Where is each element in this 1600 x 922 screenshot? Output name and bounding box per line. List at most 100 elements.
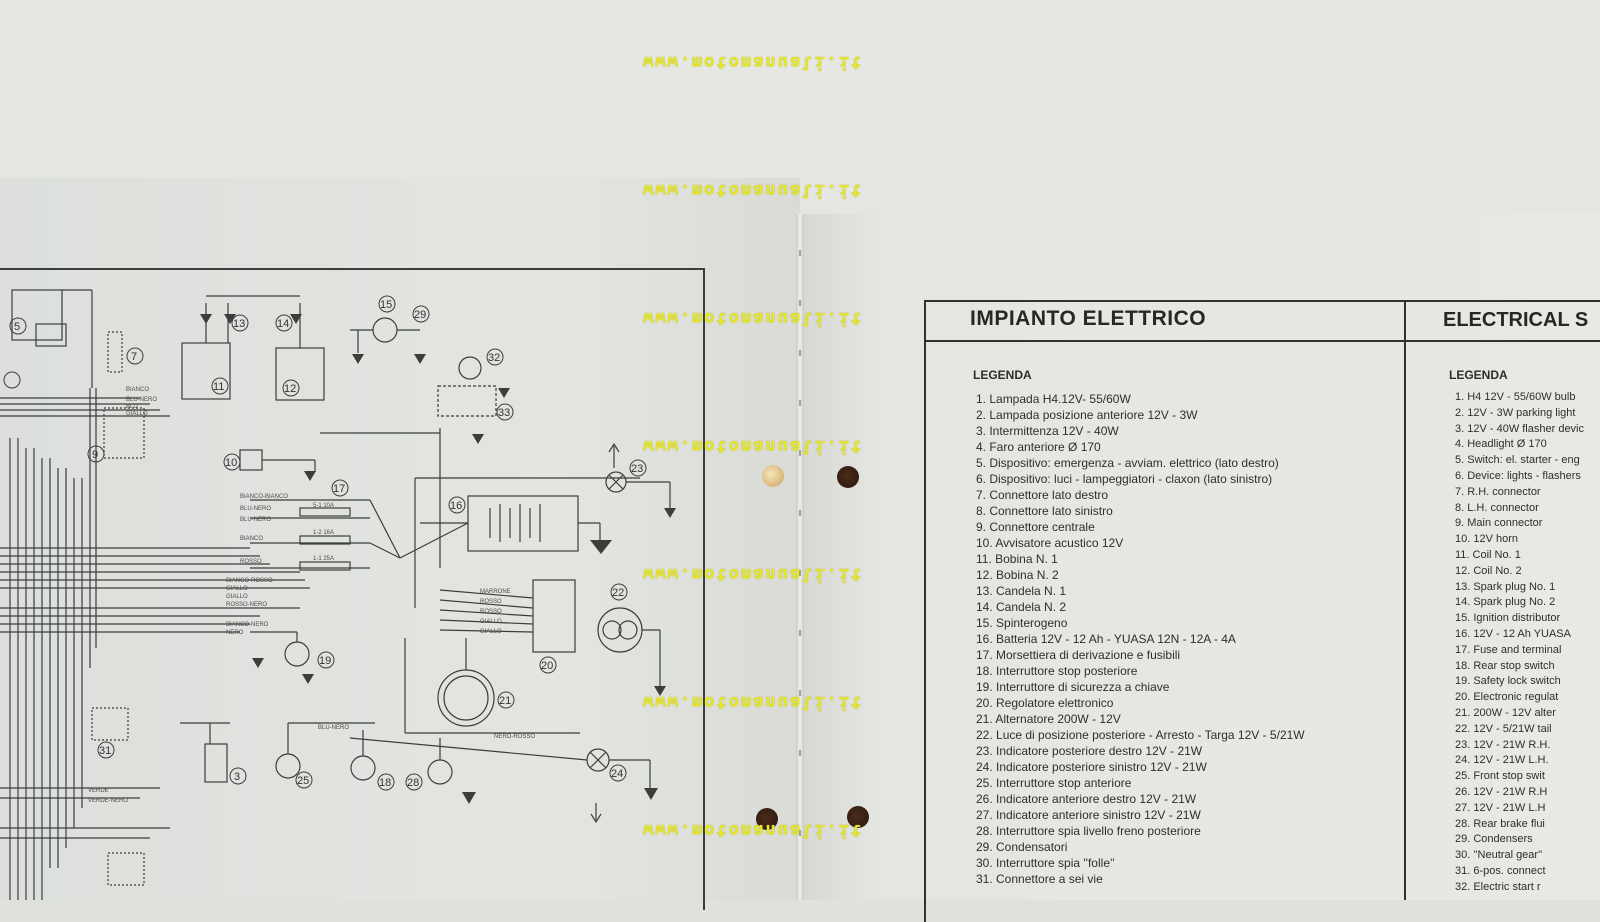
legend-item: 27. 12V - 21W L.H — [1455, 801, 1546, 814]
punch-hole — [756, 808, 778, 830]
wiring-diagram: 5 7 9 10 11 12 13 14 15 16 17 18 19 20 2… — [0, 289, 676, 900]
legend-item: 30. Interruttore spia ''folle'' — [976, 856, 1115, 870]
diagram-number: 9 — [92, 449, 98, 461]
legend-item: 10. 12V horn — [1455, 533, 1518, 546]
legend-item: 29. Condensatori — [976, 840, 1068, 854]
binding-stitch — [799, 830, 801, 836]
binding-stitch — [799, 250, 801, 256]
legend-item: 17. Morsettiera di derivazione e fusibil… — [976, 648, 1181, 662]
wire-label: BIANCO — [126, 387, 149, 393]
legend-item: 23. Indicatore posteriore destro 12V - 2… — [976, 744, 1203, 758]
diagram-number: 24 — [611, 768, 623, 780]
binding-stitch — [799, 450, 801, 456]
legend-item: 13. Spark plug No. 1 — [1455, 580, 1556, 593]
legend-item: 28. Interruttore spia livello freno post… — [976, 824, 1201, 838]
legend-item: 7. R.H. connector — [1455, 485, 1541, 498]
binding-stitch — [799, 690, 801, 696]
wire-label: GIALLO — [226, 586, 248, 592]
diagram-number: 17 — [333, 483, 345, 495]
diagram-number: 15 — [380, 299, 392, 311]
legend-item: 8. L.H. connector — [1455, 501, 1539, 514]
legend-item: 1. Lampada H4.12V- 55/60W — [976, 392, 1131, 406]
wire-label: BLU-NERO — [318, 725, 349, 731]
legend-item: 16. 12V - 12 Ah YUASA — [1455, 627, 1571, 640]
diagram-number: 11 — [213, 381, 224, 393]
legend-list-english: 1. H4 12V - 55/60W bulb 2. 12V - 3W parki… — [1455, 390, 1584, 896]
legend-item: 15. Ignition distributor — [1455, 612, 1561, 625]
wire-label: VERDE — [88, 788, 109, 794]
legend-item: 18. Interruttore stop posteriore — [976, 664, 1138, 678]
legend-item: 11. Bobina N. 1 — [976, 552, 1058, 566]
wire-label: GIALLO — [126, 411, 148, 417]
watermark: www.motomanuali.it — [643, 820, 864, 840]
wire-label: VERDE-NERO — [88, 798, 128, 804]
wiring-diagram-frame — [0, 268, 705, 910]
legend-item: 5. Switch: el. starter - eng — [1455, 454, 1580, 467]
diagram-number: 25 — [297, 775, 309, 787]
legend-item: 12. Coil No. 2 — [1455, 564, 1522, 577]
diagram-number: 28 — [407, 777, 419, 789]
legend-item: 14. Candela N. 2 — [976, 600, 1067, 614]
section-title-italian: IMPIANTO ELETTRICO — [970, 307, 1207, 330]
wire-label: 1-2 16A — [313, 530, 334, 536]
legend-item: 22. Luce di posizione posteriore - Arres… — [976, 728, 1305, 742]
wire-label: BIANCO-ROSSO — [226, 578, 273, 584]
diagram-number: 20 — [541, 660, 553, 672]
legend-item: 24. Indicatore posteriore sinistro 12V -… — [976, 760, 1207, 774]
legend-item: 26. Indicatore anteriore destro 12V - 21… — [976, 792, 1197, 806]
diagram-number: 7 — [131, 351, 137, 363]
legend-item: 18. Rear stop switch — [1455, 659, 1555, 672]
binding-stitch — [799, 400, 801, 406]
legend-item: 17. Fuse and terminal — [1455, 643, 1562, 656]
diagram-number: 16 — [450, 500, 462, 512]
right-page — [800, 214, 1600, 900]
diagram-number: 32 — [488, 352, 500, 364]
wire-label: GIALLO — [226, 594, 248, 600]
legend-item: 9. Connettore centrale — [976, 520, 1095, 534]
legend-item: 21. Alternatore 200W - 12V — [976, 712, 1121, 726]
legend-item: 31. Connettore a sei vie — [976, 872, 1103, 886]
watermark: www.motomanuali.it — [643, 436, 864, 456]
watermark: www.motomanuali.it — [643, 692, 864, 712]
legend-item: 27. Indicatore anteriore sinistro 12V - … — [976, 808, 1201, 822]
legend-heading-italian: LEGENDA — [973, 368, 1032, 382]
wire-label: BLU-NERO — [240, 517, 271, 523]
diagram-number: 33 — [498, 407, 510, 419]
wire-label: NERO-ROSSO — [494, 734, 535, 740]
legend-item: 8. Connettore lato sinistro — [976, 504, 1113, 518]
legend-item: 20. Regolatore elettronico — [976, 696, 1114, 710]
wire-label: BIANCO-BIANCO — [240, 494, 288, 500]
diagram-number: 10 — [225, 457, 237, 469]
legend-item: 9. Main connector — [1455, 517, 1543, 530]
page-crease — [796, 214, 804, 900]
legend-item: 6. Device: lights - flashers — [1455, 469, 1581, 482]
wire-label: 5-1 10A — [313, 503, 334, 509]
legend-item: 4. Headlight Ø 170 — [1455, 438, 1547, 451]
wire-label: ROSSO-NERO — [226, 602, 267, 608]
legend-item: 10. Avvisatore acustico 12V — [976, 536, 1124, 550]
legend-item: 23. 12V - 21W R.H. — [1455, 738, 1551, 751]
diagram-number: 19 — [319, 655, 331, 667]
legend-item: 11. Coil No. 1 — [1455, 548, 1521, 561]
watermark: www.motomanuali.it — [643, 564, 864, 584]
legend-item: 3. 12V - 40W flasher devic — [1455, 422, 1585, 435]
diagram-number: 13 — [233, 318, 245, 330]
legend-item: 2. 12V - 3W parking light — [1455, 406, 1576, 419]
diagram-number: 3 — [234, 771, 240, 783]
diagram-number: 23 — [631, 463, 643, 475]
wire-label: ROSSO — [240, 559, 262, 565]
legend-item: 4. Faro anteriore Ø 170 — [976, 440, 1101, 454]
wire-label: BLU-NERO — [126, 397, 157, 403]
header-rule — [924, 340, 1600, 342]
wire-label: BIANCO — [240, 536, 263, 542]
legend-item: 16. Batteria 12V - 12 Ah - YUASA 12N - 1… — [976, 632, 1236, 646]
legend-item: 1. H4 12V - 55/60W bulb — [1455, 391, 1576, 403]
legend-table-frame — [924, 300, 1600, 922]
legend-item: 12. Bobina N. 2 — [976, 568, 1059, 582]
legend-item: 25. Front stop swit — [1455, 770, 1545, 783]
legend-item: 25. Interruttore stop anteriore — [976, 776, 1132, 790]
wire-label: 1-1 25A — [313, 556, 334, 562]
binding-stitch — [799, 350, 801, 356]
legend-item: 2. Lampada posizione anteriore 12V - 3W — [976, 408, 1198, 422]
binding-stitch — [799, 510, 801, 516]
